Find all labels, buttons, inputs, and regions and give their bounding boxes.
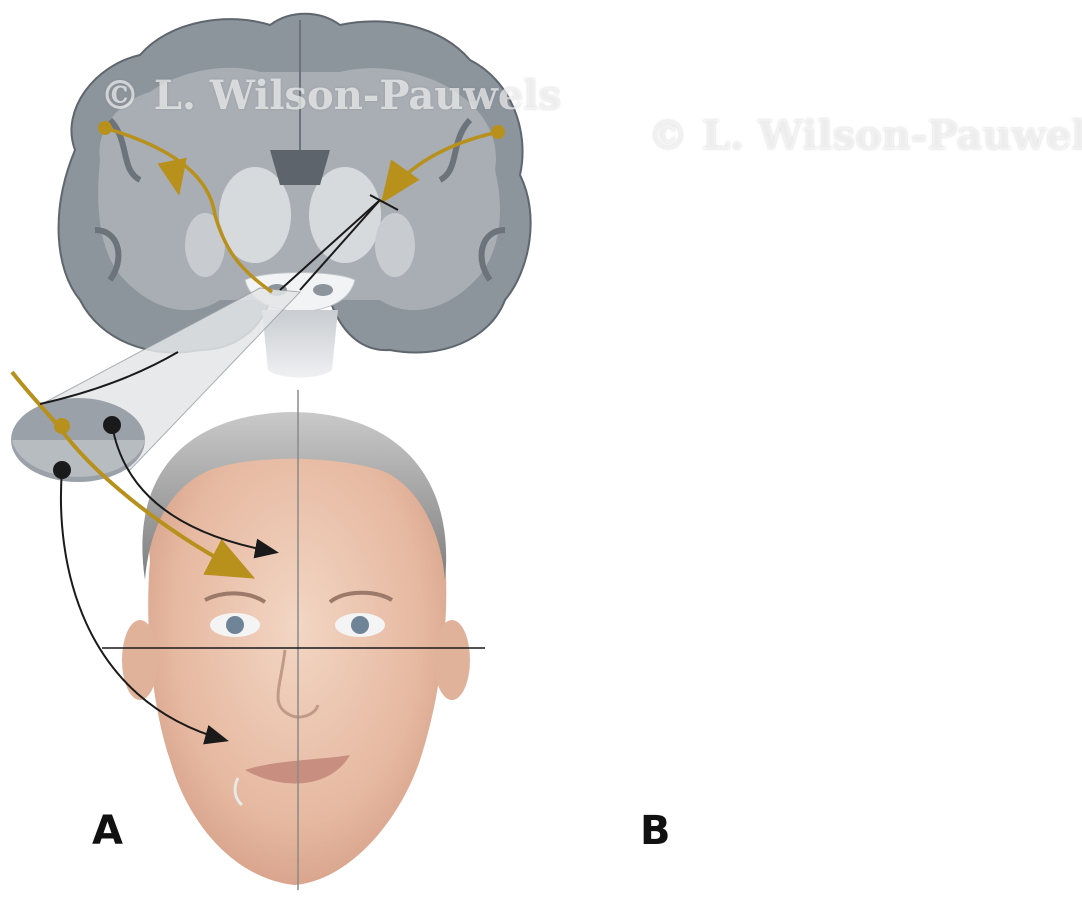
iris-left-a <box>226 616 244 634</box>
cortical-neuron-right-a <box>491 125 505 139</box>
nucleus-lower-half-a <box>12 440 145 477</box>
brain-section-a <box>59 14 531 378</box>
ear-right-a <box>434 620 470 700</box>
face-a <box>102 390 485 890</box>
panel-label-b: B <box>640 808 671 854</box>
putamen-right-a <box>375 213 415 277</box>
cortical-neuron-left-a <box>98 121 112 135</box>
face-skin-a <box>148 415 446 885</box>
ventricle-a <box>270 150 330 185</box>
watermark-b: © L. Wilson-Pauwels <box>648 112 1082 159</box>
ear-left-a <box>122 620 158 700</box>
watermark-a: © L. Wilson-Pauwels <box>100 72 561 119</box>
iris-right-a <box>351 616 369 634</box>
panel-label-a: A <box>92 808 123 854</box>
gold-neuron-a <box>54 418 70 434</box>
nucleus-right-a <box>313 284 333 296</box>
panel-a <box>11 14 531 890</box>
